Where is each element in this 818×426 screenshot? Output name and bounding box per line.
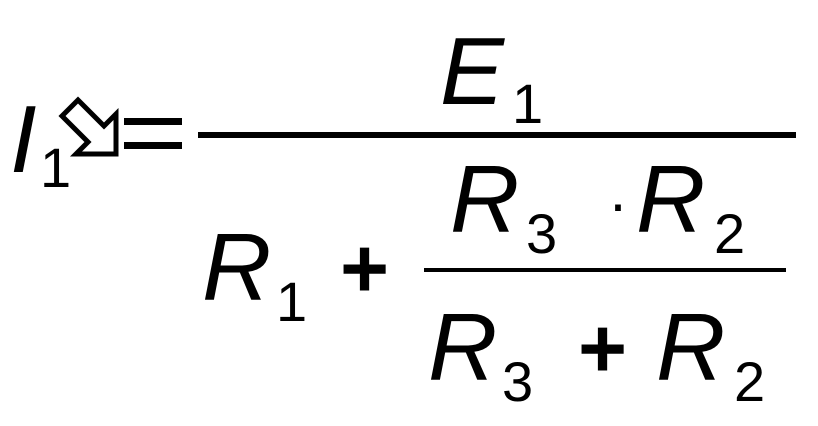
- inner-denominator-r3-symbol: R: [428, 294, 498, 401]
- equals-sign-bottom-bar: [124, 142, 182, 149]
- inner-denominator-r3-subscript: 3: [502, 350, 534, 413]
- inner-numerator-r2-subscript: 2: [714, 202, 746, 265]
- denominator-plus: +: [340, 221, 390, 315]
- inner-numerator-multiply-dot: ·: [608, 170, 628, 237]
- main-fraction-bar: [198, 132, 796, 138]
- lhs-symbol: I: [10, 86, 37, 193]
- inner-denominator-r2-subscript: 2: [734, 350, 766, 413]
- inner-numerator-r3-symbol: R: [450, 146, 520, 253]
- denominator-r1-subscript: 1: [276, 270, 308, 333]
- inner-fraction-bar: [424, 268, 786, 272]
- inner-denominator-plus: +: [578, 301, 628, 395]
- inner-numerator-r3-subscript: 3: [526, 202, 558, 265]
- equals-sign-top-bar: [124, 118, 182, 125]
- lhs-subscript: 1: [40, 136, 72, 199]
- inner-denominator-r2-symbol: R: [656, 294, 726, 401]
- denominator-r1-symbol: R: [202, 214, 272, 321]
- inner-numerator-r2-symbol: R: [636, 146, 706, 253]
- arrow-down-right-icon: [58, 96, 119, 157]
- numerator-subscript: 1: [512, 72, 544, 135]
- numerator-symbol: E: [440, 18, 505, 125]
